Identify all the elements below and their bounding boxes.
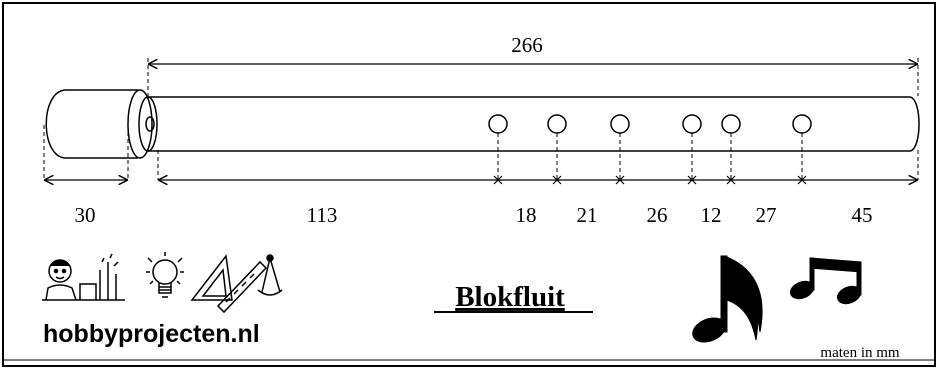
finger-holes [488, 114, 812, 134]
drafting-tools-icon [190, 254, 283, 314]
brand-name: hobbyprojecten.nl [43, 320, 260, 348]
hole-ticks [493, 175, 807, 185]
finger-hole [682, 114, 702, 134]
guide-lines [43, 58, 919, 180]
page-title: Blokfluit [455, 281, 565, 313]
segment-label: 21 [577, 203, 598, 227]
mouthpiece-cylinder [45, 89, 153, 159]
units-note: maten in mm [820, 345, 899, 361]
lightbulb-icon [146, 252, 184, 298]
segment-label: 26 [647, 203, 668, 227]
segment-label: 45 [852, 203, 873, 227]
flute-body [138, 96, 920, 152]
finger-hole [610, 114, 630, 134]
eighth-note-icon [692, 255, 763, 343]
mouthpiece-length-label: 30 [75, 203, 96, 227]
finger-hole [547, 114, 567, 134]
segment-label: 113 [307, 203, 338, 227]
finger-hole [792, 114, 812, 134]
finger-hole [488, 114, 508, 134]
person-icon [42, 253, 125, 301]
segment-label: 18 [516, 203, 537, 227]
finger-hole [721, 114, 741, 134]
beamed-notes-icon [789, 257, 862, 305]
segment-label: 12 [701, 203, 722, 227]
total-length-label: 266 [511, 33, 543, 57]
segment-label: 27 [756, 203, 777, 227]
